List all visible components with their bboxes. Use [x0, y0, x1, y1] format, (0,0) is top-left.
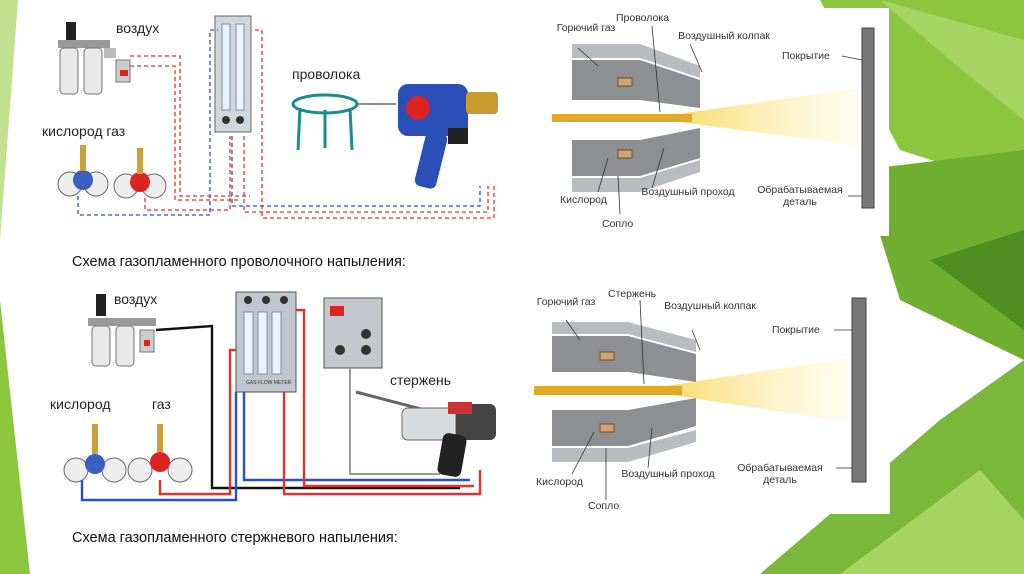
flowmeter-icon [235, 291, 297, 393]
wire-caption: Схема газопламенного проволочного напыле… [72, 254, 406, 270]
rod-section-oxygen: Кислород [536, 476, 583, 488]
gas-regulator-icon [63, 424, 193, 483]
gas-hose [144, 136, 231, 211]
gas-line [158, 348, 236, 496]
label-wire-top: проволока [292, 66, 361, 82]
label-rod-bottom: стержень [390, 372, 452, 388]
green-shape-left-top [0, 0, 18, 240]
green-shape-dark [930, 230, 1024, 330]
rod-section-coating: Покрытие [772, 324, 820, 336]
rod-section-fuel-gas: Горючий газ [536, 296, 596, 308]
gas-regulator-icon [57, 145, 167, 199]
wire-rod [552, 114, 692, 122]
rod-section-air-cap: Воздушный колпак [664, 300, 756, 312]
label-gas-bottom: газ [152, 396, 171, 412]
rod-section-air-passage: Воздушный проход [621, 468, 715, 480]
green-shape-mid [860, 150, 1024, 360]
control-box-icon [323, 297, 383, 369]
gun-line-blue [242, 392, 470, 482]
rod-caption: Схема газопламенного стержневого напылен… [72, 530, 398, 546]
oxygen-hose [77, 29, 218, 216]
air-filter-icon [88, 294, 156, 367]
flowmeter-plate-label: GAS FLOW METER [246, 380, 292, 386]
control-cable [349, 368, 440, 475]
rod-section-workpiece: Обрабатываемая деталь [737, 462, 823, 486]
green-shape-bottom-light [840, 470, 1024, 574]
label-oxygen-gas-top: кислород газ [42, 123, 126, 139]
wire-spool-icon [291, 93, 396, 151]
flowmeter-icon [214, 15, 252, 133]
rod-section-nozzle: Сопло [588, 500, 620, 512]
oxygen-line [80, 392, 238, 502]
wire-section-coating: Покрытие [782, 50, 830, 62]
wire-section-oxygen: Кислород [560, 194, 607, 206]
wire-section-fuel-gas: Горючий газ [556, 22, 616, 34]
rod-section-rod: Стержень [608, 288, 657, 300]
wire-section-air-passage: Воздушный проход [641, 186, 735, 198]
rod-bar [534, 386, 682, 395]
gun-hose-3 [255, 29, 495, 219]
wire-section-nozzle: Сопло [602, 218, 634, 230]
rod-gun-icon [355, 390, 496, 477]
gun-hose-1 [231, 136, 481, 207]
air-filter-icon [58, 22, 131, 95]
label-oxygen-bottom: кислород [50, 396, 111, 412]
gun-line-red [282, 392, 482, 496]
green-shape-left-bottom [0, 300, 30, 574]
air-hose-2 [130, 55, 250, 197]
green-shape-light [880, 0, 1024, 120]
coating-plate [861, 27, 875, 209]
label-air-top: воздух [116, 20, 160, 36]
coating-plate-2 [851, 297, 867, 483]
wire-section-workpiece: Обрабатываемая деталь [757, 184, 843, 208]
spray-gun-icon [398, 84, 498, 189]
air-hose [130, 65, 240, 201]
wire-section-wire: Проволока [616, 12, 670, 24]
label-air-bottom: воздух [114, 291, 158, 307]
gun-hose-2 [243, 136, 489, 213]
air-line [155, 324, 460, 490]
gun-line-red-2 [296, 308, 474, 488]
wire-section-air-cap: Воздушный колпак [678, 30, 770, 42]
